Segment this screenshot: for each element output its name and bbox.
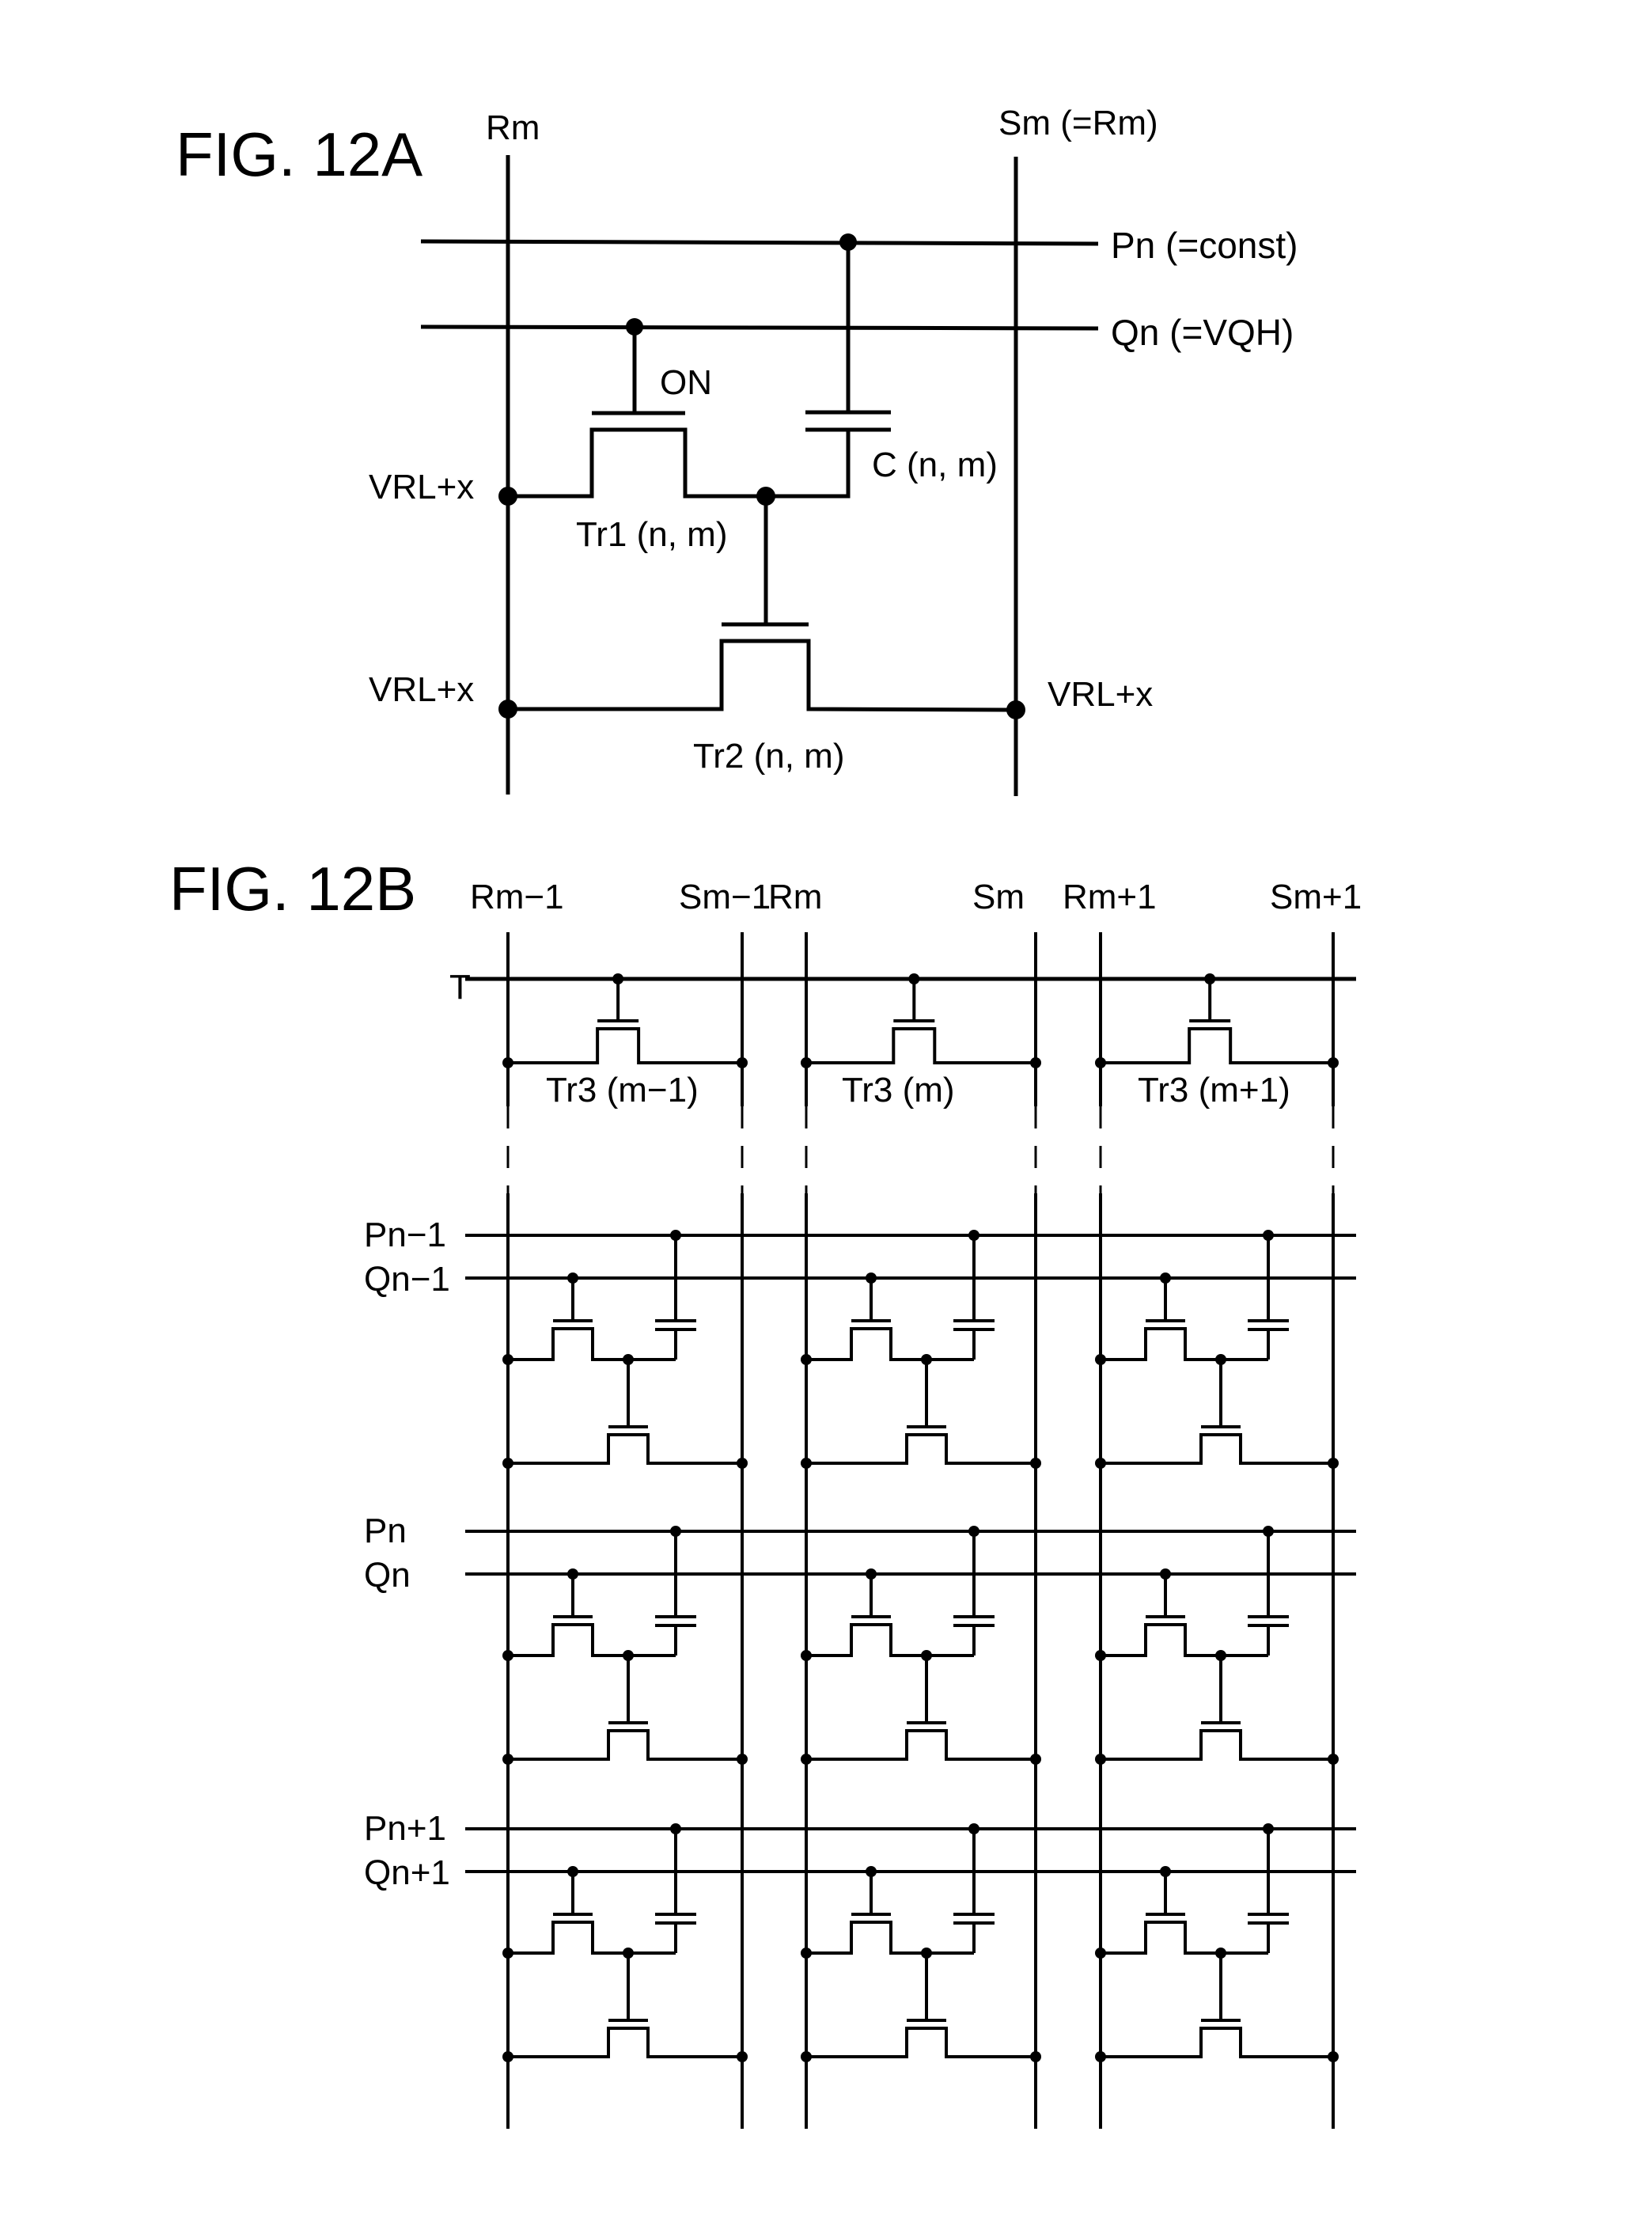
junction-dot — [801, 1948, 812, 1959]
tr2-channel — [806, 1731, 1036, 1759]
column-label-r: Rm−1 — [470, 878, 564, 916]
junction-dot — [1095, 1754, 1106, 1765]
junction-dot — [737, 1754, 748, 1765]
capacitor-label: C (n, m) — [872, 446, 998, 484]
junction-dot — [737, 1057, 748, 1068]
row-label-p: Pn+1 — [364, 1809, 446, 1848]
junction-dot — [502, 1057, 513, 1068]
tr1-channel — [508, 1625, 676, 1656]
fig-12a-title: FIG. 12A — [176, 119, 422, 189]
row-label-q: Qn — [364, 1556, 411, 1595]
junction-dot — [1095, 1458, 1106, 1469]
junction-dot — [1095, 1650, 1106, 1661]
tr1-channel — [508, 1329, 676, 1360]
fig-12b-title: FIG. 12B — [169, 854, 416, 924]
tr1-channel — [1101, 1922, 1268, 1953]
junction-dot — [801, 1754, 812, 1765]
junction-dot — [1095, 1354, 1106, 1365]
node-label-left-lower: VRL+x — [369, 670, 474, 709]
row-label-qn: Qn (=VQH) — [1111, 312, 1294, 353]
node-label-right-lower: VRL+x — [1048, 675, 1153, 714]
tr2-channel — [1101, 1435, 1333, 1463]
junction-dot — [737, 1458, 748, 1469]
tr2-label: Tr2 (n, m) — [693, 737, 844, 776]
tr1-channel — [508, 1922, 676, 1953]
tr2-channel — [1101, 2028, 1333, 2057]
tr1-channel — [806, 1329, 974, 1360]
tr3-label: Tr3 (m) — [842, 1071, 955, 1109]
tr3-channel — [1101, 1029, 1333, 1063]
junction-dot — [801, 1354, 812, 1365]
tr3-label: Tr3 (m+1) — [1138, 1071, 1290, 1109]
row-label-pn: Pn (=const) — [1111, 225, 1298, 266]
junction-dot — [801, 2051, 812, 2062]
junction-dot — [801, 1650, 812, 1661]
tr2-channel — [508, 2028, 742, 2057]
tr2-channel — [508, 1435, 742, 1463]
column-label-r: Rm+1 — [1063, 878, 1157, 916]
junction-dot — [1095, 1948, 1106, 1959]
column-label-sm: Sm (=Rm) — [998, 104, 1158, 142]
tr1-label: Tr1 (n, m) — [576, 515, 727, 554]
tr2-channel — [806, 1435, 1036, 1463]
junction-dot — [1328, 1057, 1339, 1068]
tr3-label: Tr3 (m−1) — [546, 1071, 699, 1109]
tr2-channel — [806, 2028, 1036, 2057]
row-label-p: Pn−1 — [364, 1216, 446, 1254]
row-label-q: Qn+1 — [364, 1853, 450, 1892]
junction-dot — [737, 2051, 748, 2062]
tr1-channel — [806, 1625, 974, 1656]
junction-dot — [502, 1458, 513, 1469]
junction-dot — [502, 1948, 513, 1959]
fig-12a: FIG. 12A Rm Sm (=Rm) Pn (=const) Qn (=VQ… — [176, 104, 1298, 796]
qn-line — [421, 327, 1098, 328]
tr3-channel — [806, 1029, 1036, 1063]
junction-dot — [1030, 2051, 1041, 2062]
junction-dot — [1095, 2051, 1106, 2062]
junction-dot — [502, 1650, 513, 1661]
row-label-q: Qn−1 — [364, 1260, 450, 1299]
junction-dot — [1030, 1754, 1041, 1765]
row-label-p: Pn — [364, 1511, 407, 1550]
junction-dot — [1328, 1458, 1339, 1469]
junction-dot — [502, 1354, 513, 1365]
t-line-label: T — [449, 968, 471, 1007]
junction-dot — [1030, 1057, 1041, 1068]
junction-dot — [801, 1458, 812, 1469]
column-label-s: Sm−1 — [679, 878, 771, 916]
junction-dot — [1328, 1754, 1339, 1765]
junction-dot — [1095, 1057, 1106, 1068]
junction-dot — [502, 2051, 513, 2062]
tr2-channel — [508, 1731, 742, 1759]
column-label-rm: Rm — [486, 108, 540, 147]
column-label-s: Sm — [972, 878, 1025, 916]
tr1-channel — [806, 1922, 974, 1953]
tr3-channel — [508, 1029, 742, 1063]
tr2-channel — [1101, 1731, 1333, 1759]
transistor-tr1 — [498, 318, 775, 506]
tr1-channel — [1101, 1329, 1268, 1360]
junction-dot — [502, 1754, 513, 1765]
junction-dot — [1030, 1458, 1041, 1469]
pn-line — [421, 241, 1098, 244]
tr1-gate-state-label: ON — [660, 363, 712, 402]
junction-dot — [801, 1057, 812, 1068]
fig-12b: FIG. 12B T Rm−1 Sm−1Rm Sm Rm+1 Sm+1Tr3 (m−1)… — [169, 854, 1362, 2129]
node-label-left-upper: VRL+x — [369, 468, 474, 506]
junction-dot — [1328, 2051, 1339, 2062]
tr1-channel — [1101, 1625, 1268, 1656]
column-label-s: Sm+1 — [1270, 878, 1362, 916]
column-label-r: Rm — [768, 878, 822, 916]
pixel-array: Rm−1 Sm−1Rm Sm Rm+1 Sm+1Tr3 (m−1) Tr3 (m) Tr3 … — [364, 878, 1362, 2129]
